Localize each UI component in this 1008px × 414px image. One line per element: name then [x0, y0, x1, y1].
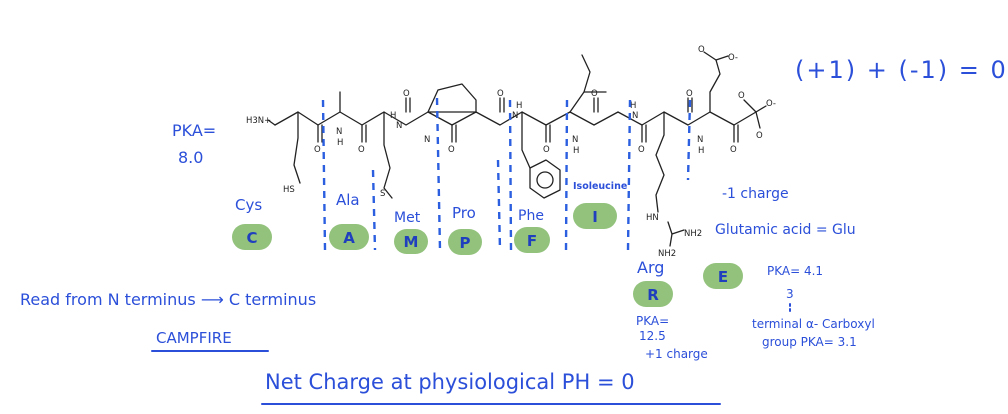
- svg-text:P: P: [460, 234, 471, 252]
- atom-o: O: [730, 145, 737, 155]
- pill-f: F: [514, 227, 550, 253]
- pill-i: I: [573, 203, 617, 229]
- atom-h: H: [516, 101, 522, 111]
- atom-o: O: [738, 91, 745, 101]
- atom-o-minus: O-: [766, 99, 776, 109]
- atom-n: N: [697, 135, 703, 145]
- terminal-line1: terminal α- Carboxyl: [752, 317, 875, 331]
- pill-e: E: [703, 263, 743, 289]
- glu-pka: PKA= 4.1: [767, 264, 823, 278]
- sequence-word: CAMPFIRE: [156, 329, 232, 347]
- atom-o: O: [698, 45, 705, 55]
- arg-pka-value: 12.5: [639, 329, 666, 343]
- atom-h3n: H3N+: [246, 116, 271, 126]
- residue-name-ala: Ala: [336, 191, 360, 209]
- pill-p: P: [448, 229, 482, 255]
- atom-o: O: [314, 145, 321, 155]
- residue-name-glu: Glutamic acid = Glu: [715, 222, 856, 238]
- glu-three: 3: [786, 287, 794, 301]
- atom-o: O: [638, 145, 645, 155]
- pill-a: A: [329, 224, 369, 250]
- residue-dividers: [321, 97, 692, 251]
- pill-m: M: [394, 229, 428, 254]
- atom-h: H: [698, 146, 704, 156]
- atom-o: O: [591, 89, 598, 99]
- svg-text:I: I: [592, 208, 598, 226]
- atom-h: H: [337, 138, 343, 148]
- atom-n: N: [424, 135, 430, 145]
- residue-name-arg: Arg: [637, 258, 664, 277]
- arg-pka-label: PKA=: [636, 314, 669, 328]
- atom-o: O: [686, 89, 693, 99]
- read-direction: Read from N terminus ⟶ C terminus: [20, 290, 316, 309]
- atom-nh2: NH2: [658, 249, 676, 259]
- atom-n: N: [572, 135, 578, 145]
- atom-h: H: [390, 111, 396, 121]
- atom-labels: H3N+ HS S N H N H N N H N H N H N H O O …: [246, 45, 776, 259]
- atom-n: N: [512, 111, 518, 121]
- svg-text:M: M: [404, 233, 419, 251]
- peptide-structure: [267, 51, 767, 247]
- svg-text:A: A: [343, 229, 355, 247]
- n-term-pka-value: 8.0: [178, 148, 203, 167]
- atom-h: H: [630, 101, 636, 111]
- atom-o: O: [448, 145, 455, 155]
- atom-hn: HN: [646, 213, 659, 223]
- residue-name-phe: Phe: [518, 208, 544, 224]
- svg-text:E: E: [718, 268, 728, 286]
- residue-name-met: Met: [394, 210, 421, 226]
- atom-n: N: [396, 121, 402, 131]
- residue-name-isoleucine: Isoleucine: [573, 181, 627, 192]
- atom-nh2plus: NH2: [684, 229, 702, 239]
- svg-text:F: F: [527, 232, 537, 250]
- terminal-line2: group PKA= 3.1: [762, 335, 857, 349]
- residue-name-cys: Cys: [235, 196, 262, 214]
- atom-o: O: [543, 145, 550, 155]
- atom-h: H: [573, 146, 579, 156]
- n-term-pka-label: PKA=: [172, 121, 216, 140]
- residue-name-pro: Pro: [452, 204, 476, 222]
- atom-n: N: [632, 111, 638, 121]
- net-charge: Net Charge at physiological PH = 0: [265, 370, 635, 394]
- svg-text:C: C: [246, 229, 257, 247]
- svg-text:R: R: [647, 286, 659, 304]
- atom-o: O: [497, 89, 504, 99]
- charge-equation: (+1) + (-1) = 0: [795, 56, 1008, 84]
- atom-hs: HS: [283, 185, 295, 195]
- atom-o: O: [756, 131, 763, 141]
- atom-s: S: [380, 189, 385, 199]
- atom-o: O: [358, 145, 365, 155]
- atom-n: N: [336, 127, 342, 137]
- atom-o: O: [403, 89, 410, 99]
- glu-charge: -1 charge: [722, 186, 789, 202]
- atom-o-minus: O-: [728, 53, 738, 63]
- pill-c: C: [232, 224, 272, 250]
- pill-r: R: [633, 281, 673, 307]
- arg-charge: +1 charge: [645, 347, 708, 361]
